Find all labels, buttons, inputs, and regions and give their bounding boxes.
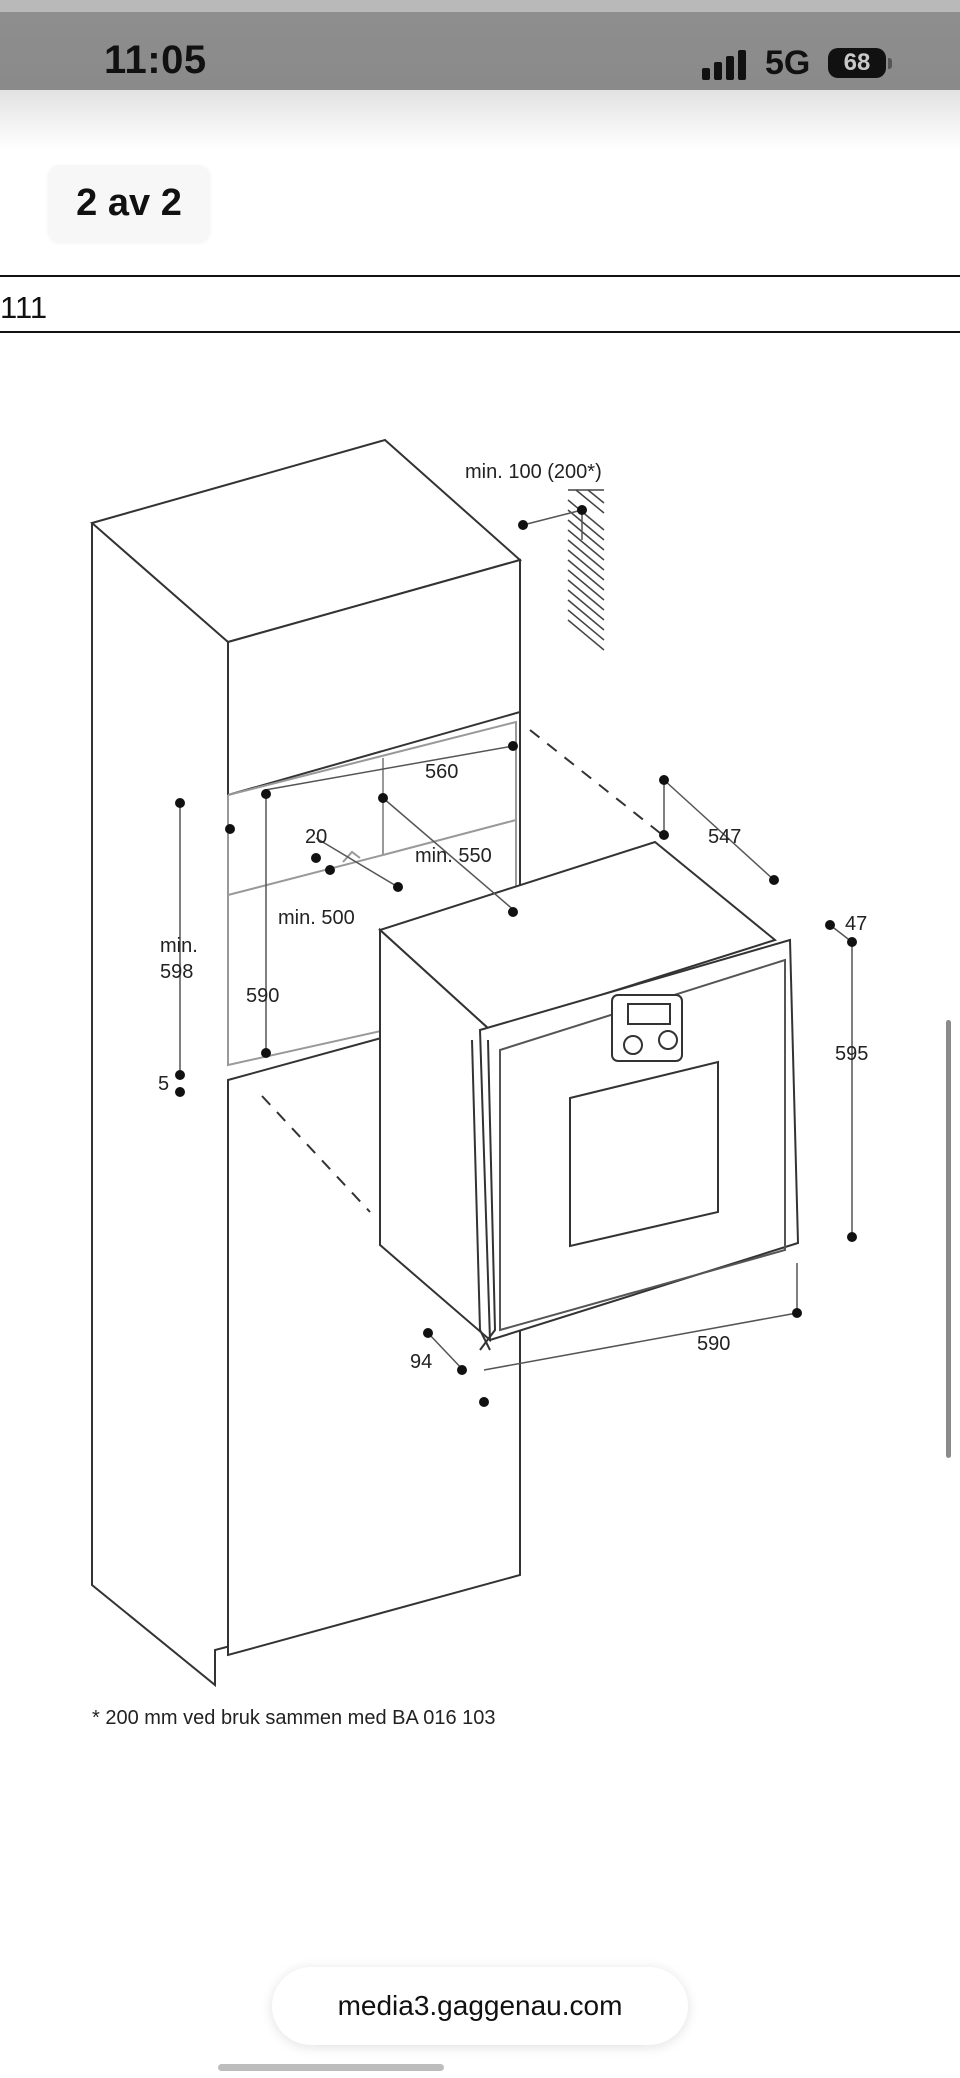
installation-drawing: min. 100 (200*) 560 547 20 min. 550 min.… (89, 438, 868, 1688)
label-560: 560 (425, 761, 458, 783)
oven (378, 840, 800, 1351)
label-min-500: min. 500 (278, 907, 355, 929)
clock: 11:05 (104, 38, 207, 82)
label-min-550: min. 550 (415, 845, 492, 867)
niche-outline (227, 720, 521, 1067)
battery-icon: 68 (828, 48, 886, 78)
document-code: 111 (0, 290, 48, 325)
label-20: 20 (305, 826, 327, 848)
dimension-dots (175, 505, 857, 1407)
url-text: media3.gaggenau.com (337, 1990, 623, 2021)
status-bar: 11:05 5G 68 (0, 0, 960, 90)
label-595: 595 (835, 1043, 868, 1065)
cellular-signal-icon (702, 50, 752, 80)
label-min-100: min. 100 (200*) (465, 461, 602, 483)
label-5: 5 (158, 1073, 169, 1095)
battery-cap-icon (888, 58, 892, 69)
label-94: 94 (410, 1351, 432, 1373)
battery-level: 68 (843, 49, 871, 76)
divider-top (0, 275, 960, 277)
dimension-lines (179, 509, 853, 1373)
dash-lines (261, 729, 661, 1213)
footnote: * 200 mm ved bruk sammen med BA 016 103 (92, 1707, 496, 1729)
label-590-width: 590 (697, 1333, 730, 1355)
label-min: min. (160, 935, 198, 957)
network-type: 5G (765, 44, 811, 82)
label-547: 547 (708, 826, 741, 848)
header-shade (0, 90, 960, 150)
label-590-height: 590 (246, 985, 279, 1007)
home-indicator[interactable] (218, 2064, 444, 2071)
label-598: 598 (160, 961, 193, 983)
page-indicator: 2 av 2 (48, 165, 210, 242)
url-bar[interactable]: media3.gaggenau.com (272, 1967, 688, 2045)
scrollbar[interactable] (946, 1020, 951, 1458)
divider-bottom (0, 331, 960, 333)
label-47: 47 (845, 913, 867, 935)
wall-hatch (567, 489, 605, 651)
